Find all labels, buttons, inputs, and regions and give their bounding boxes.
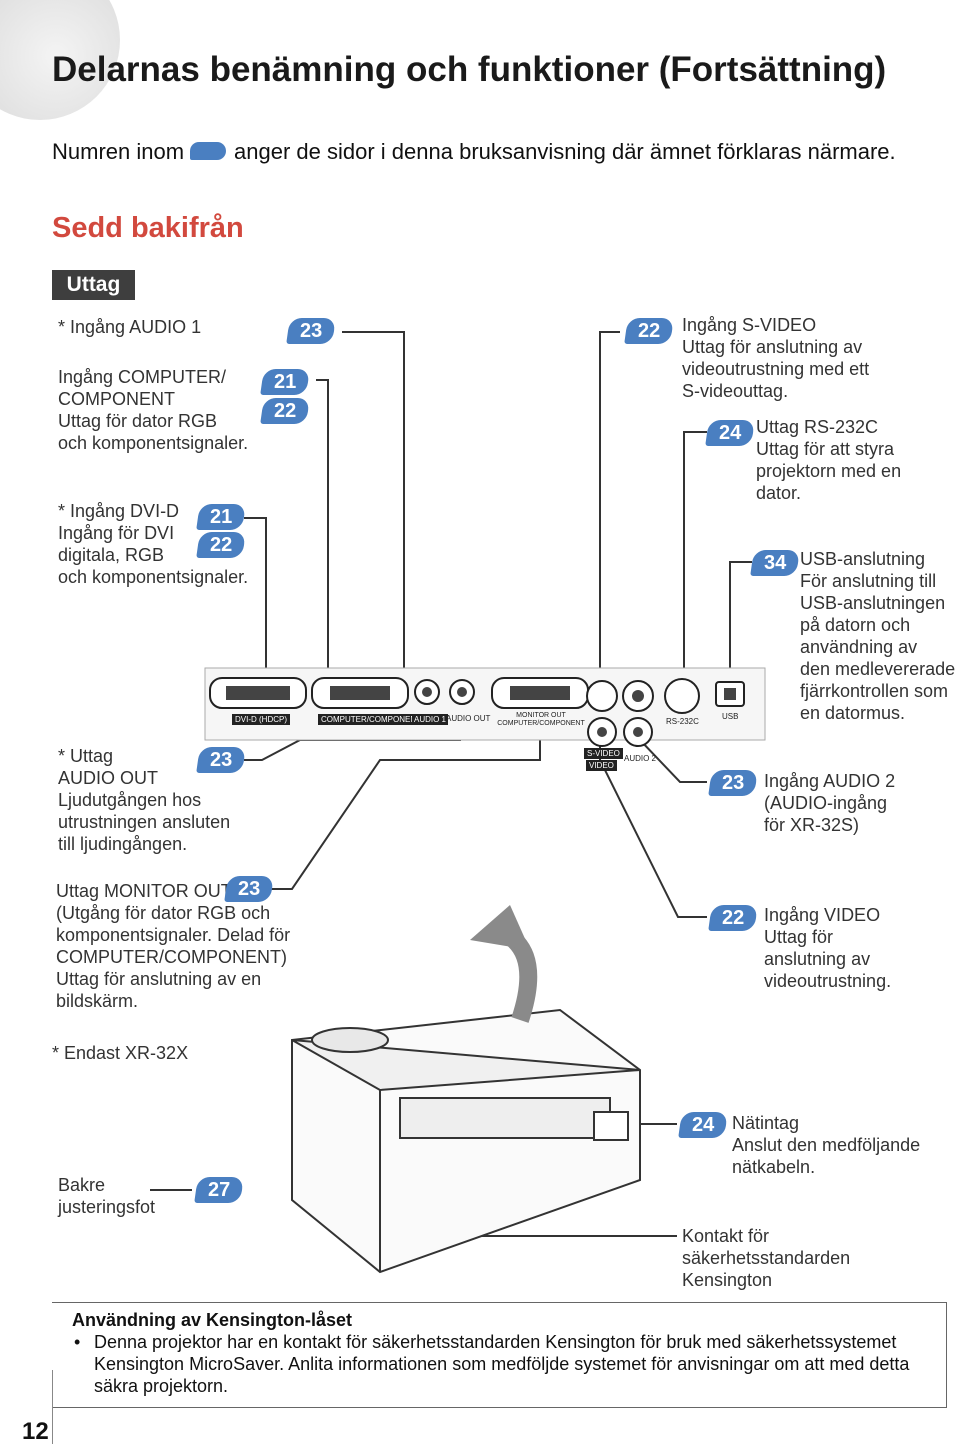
label-svideo: Ingång S-VIDEO Uttag för anslutning av v…: [682, 315, 870, 401]
label-audio-out: * Uttag AUDIO OUT Ljudutgången hos utrus…: [58, 746, 231, 854]
label-endast: * Endast XR-32X: [52, 1043, 189, 1063]
badge-foot: 27: [194, 1177, 244, 1203]
panel-label-computer: COMPUTER/COMPONENT: [318, 714, 424, 725]
panel-label-monitor: MONITOR OUT COMPUTER/COMPONENT: [497, 712, 585, 727]
badge-video: 22: [708, 905, 758, 931]
panel-label-audio-out: AUDIO OUT: [446, 714, 491, 723]
badge-usb: 34: [750, 550, 800, 576]
intro-text: Numren inom anger de sidor i denna bruksa…: [52, 138, 942, 165]
label-usb: USB-anslutning För anslutning till USB-a…: [800, 549, 956, 723]
panel-label-rs232c: RS-232C: [666, 717, 699, 726]
label-computer: Ingång COMPUTER/ COMPONENT Uttag för dat…: [58, 367, 249, 453]
panel-label-dvi: DVI-D (HDCP): [232, 714, 290, 725]
badge-power: 24: [678, 1112, 728, 1138]
label-foot: Bakre justeringsfot: [58, 1175, 156, 1217]
note-bullet: Denna projektor har en kontakt för säker…: [72, 1331, 944, 1397]
label-power: Nätintag Anslut den medföljande nätkabel…: [732, 1113, 921, 1177]
label-kensington: Kontakt för säkerhetsstandarden Kensingt…: [682, 1226, 851, 1290]
panel-label-audio2: AUDIO 2: [624, 754, 657, 763]
badge-dvi-a: 21: [196, 504, 246, 530]
badge-audio2: 23: [708, 770, 758, 796]
panel-label-usb: USB: [722, 712, 739, 721]
label-rs232c: Uttag RS-232C Uttag för att styra projek…: [756, 417, 902, 503]
badge-dvi-b: 22: [196, 532, 246, 558]
page-number: 12: [22, 1418, 49, 1445]
badge-audio-out: 23: [196, 747, 246, 773]
page-number-divider: [52, 1370, 53, 1444]
label-monitor-out: Uttag MONITOR OUT (Utgång för dator RGB …: [56, 881, 291, 1011]
label-audio2: Ingång AUDIO 2 (AUDIO-ingång för XR-32S): [764, 771, 896, 835]
panel-label-svideo: S-VIDEO: [584, 748, 623, 759]
section-heading: Sedd bakifrån: [52, 212, 244, 244]
badge-rs232c: 24: [705, 420, 755, 446]
intro-after: anger de sidor i denna bruksanvisning dä…: [234, 139, 896, 164]
kensington-note: Användning av Kensington-låset Denna pro…: [52, 1302, 947, 1408]
page-ref-icon: [190, 142, 227, 160]
intro-before: Numren inom: [52, 139, 185, 164]
label-audio1: * Ingång AUDIO 1: [58, 317, 202, 337]
badge-computer-a: 21: [260, 369, 310, 395]
label-video: Ingång VIDEO Uttag för anslutning av vid…: [764, 905, 892, 991]
panel-label-audio1: AUDIO 1: [412, 714, 449, 725]
panel-label-video: VIDEO: [586, 760, 617, 771]
page-title: Delarnas benämning och funktioner (Forts…: [52, 50, 887, 89]
badge-svideo: 22: [624, 318, 674, 344]
badge-audio1: 23: [286, 318, 336, 344]
note-title: Användning av Kensington-låset: [72, 1310, 353, 1330]
section-tag: Uttag: [52, 270, 135, 300]
badge-monitor-out: 23: [224, 876, 274, 902]
label-dvi: * Ingång DVI-D Ingång för DVI digitala, …: [58, 501, 249, 587]
badge-computer-b: 22: [260, 398, 310, 424]
